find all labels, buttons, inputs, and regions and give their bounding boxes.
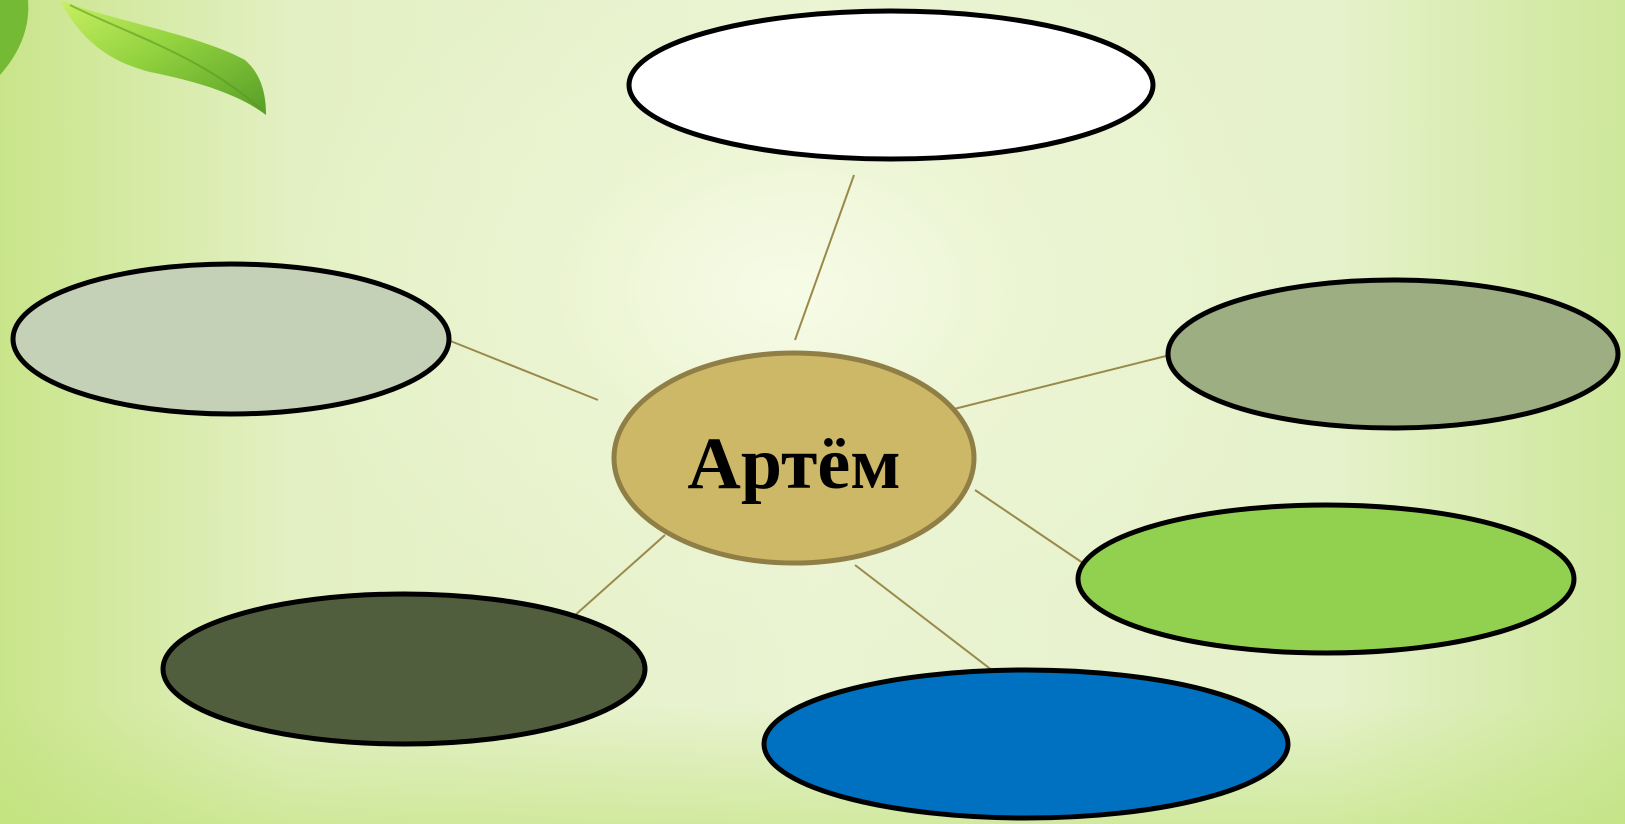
connector-bottom-center bbox=[854, 564, 1011, 685]
connector-left bbox=[447, 339, 599, 401]
connector-bottom-left bbox=[572, 534, 666, 618]
center-label: Артём bbox=[687, 423, 900, 505]
node-right bbox=[1165, 277, 1621, 431]
node-bottom-right bbox=[1075, 502, 1577, 656]
center-node bbox=[611, 350, 977, 566]
node-left bbox=[10, 261, 452, 417]
connector-lines bbox=[447, 174, 1171, 685]
connector-right bbox=[929, 354, 1171, 416]
connector-top bbox=[794, 174, 855, 341]
node-bottom-center bbox=[761, 667, 1291, 821]
node-top bbox=[626, 8, 1156, 162]
leaf-decoration-icon bbox=[0, 0, 266, 115]
node-bottom-left bbox=[160, 591, 648, 747]
